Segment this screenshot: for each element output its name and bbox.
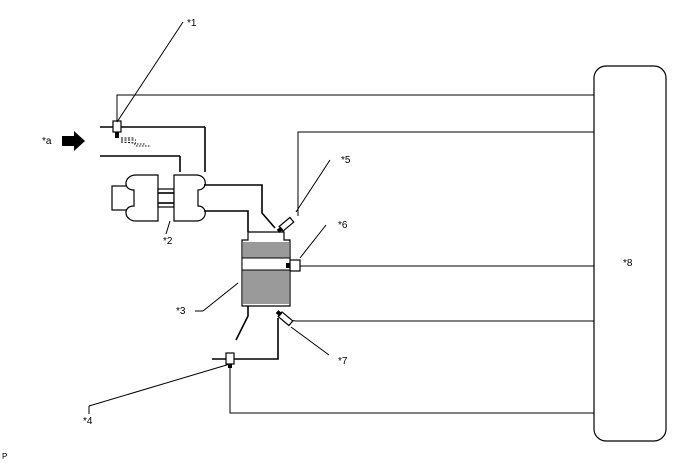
fuel-injector-icon [112, 120, 150, 147]
corner-mark: P [2, 452, 7, 461]
label-3: *3 [176, 306, 186, 317]
label-2: *2 [163, 236, 173, 247]
label-6: *6 [338, 220, 348, 231]
label-8: *8 [623, 258, 633, 269]
intake-arrow-icon [62, 131, 85, 151]
catalytic-converter-icon [241, 231, 291, 307]
label-4: *4 [83, 416, 93, 427]
control-unit-box [593, 65, 667, 442]
downstream-sensor-icon [275, 310, 294, 327]
label-a: *a [42, 136, 52, 147]
middle-sensor-icon [286, 259, 301, 272]
label-7: *7 [338, 356, 348, 367]
label-1: *1 [187, 18, 197, 29]
wiring [116, 94, 594, 414]
label-5: *5 [341, 155, 351, 166]
turbocharger-icon [111, 174, 206, 222]
upstream-sensor-icon [276, 216, 295, 233]
tailpipe-sensor-icon [225, 352, 235, 368]
